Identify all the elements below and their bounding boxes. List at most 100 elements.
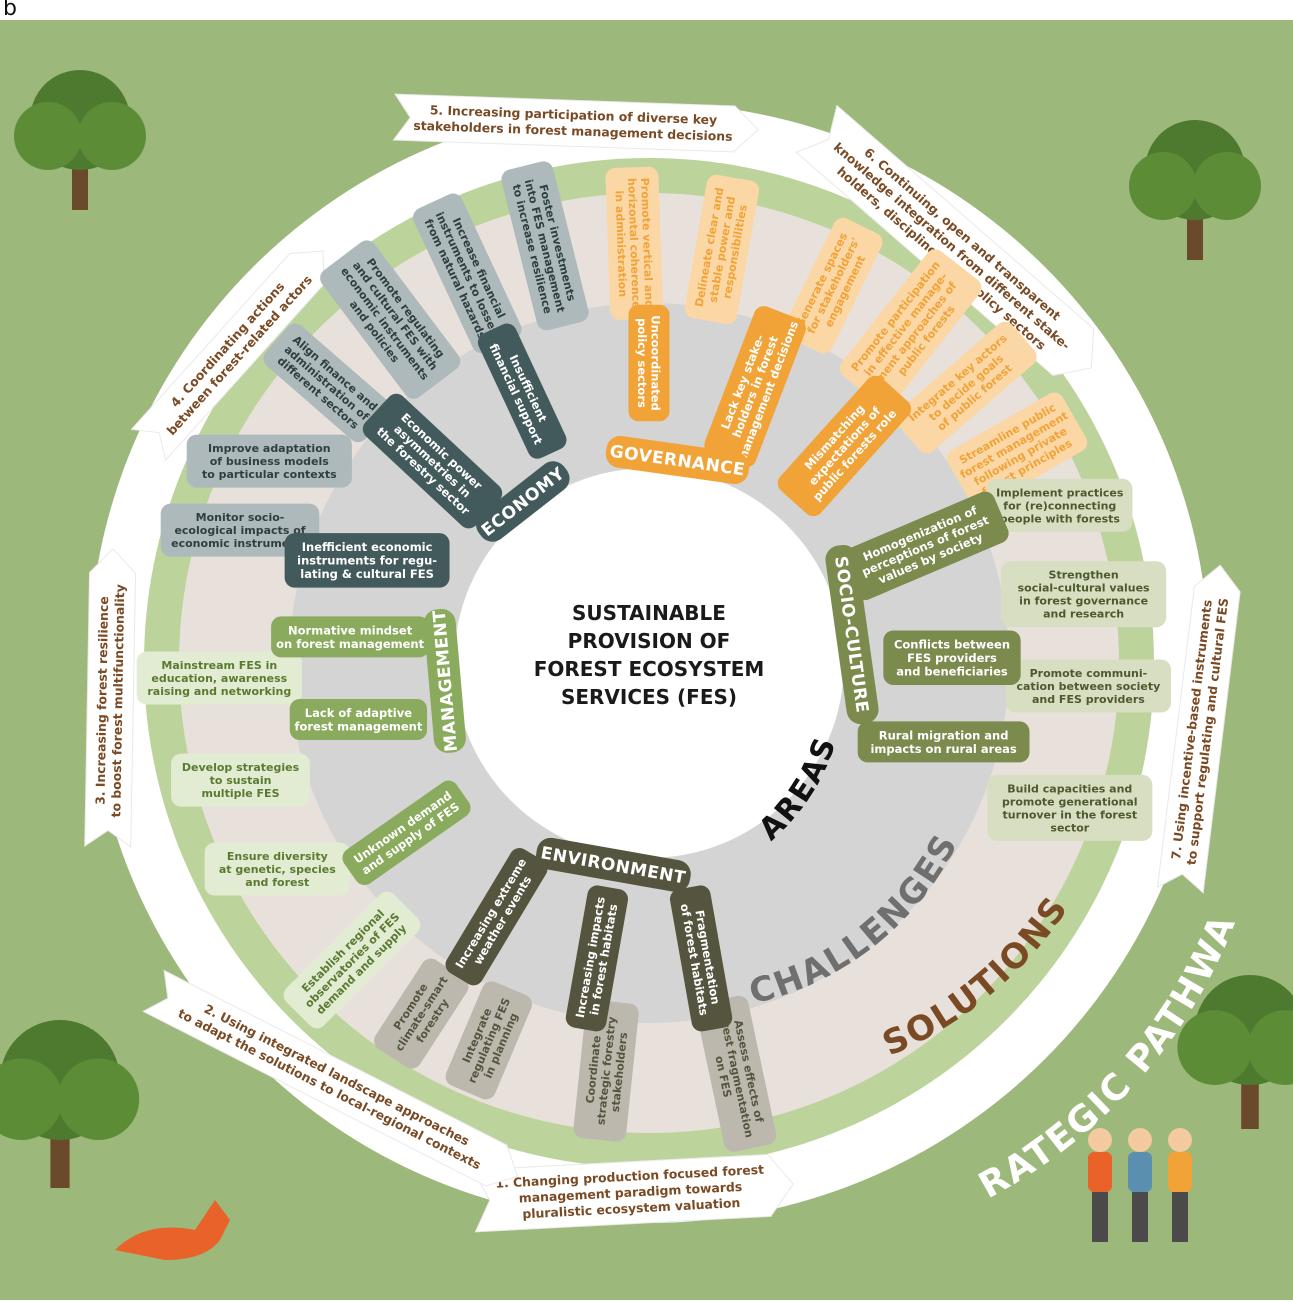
challenge-governance-box bbox=[704, 306, 806, 468]
center-title-line: PROVISION OF bbox=[568, 629, 731, 653]
solution-governance-text: Promote vertical and bbox=[638, 177, 656, 308]
solution-socio_culture-text: for (re)connecting bbox=[1003, 499, 1116, 512]
challenge-environment-box bbox=[445, 848, 548, 986]
challenge-socio_culture-box bbox=[841, 491, 1009, 600]
solution-socio_culture-box bbox=[987, 774, 1153, 841]
challenge-economy-box bbox=[362, 393, 503, 529]
solution-management-text: at genetic, species bbox=[219, 863, 336, 876]
challenge-governance-box bbox=[777, 375, 912, 517]
solution-socio_culture-text: social-cultural values bbox=[1018, 582, 1150, 595]
figure-panel-label: b bbox=[3, 0, 17, 21]
solution-economy-box bbox=[186, 434, 352, 488]
challenge-management-text: forest management bbox=[294, 719, 422, 733]
pathway-arrow bbox=[471, 1153, 794, 1233]
solution-governance-box bbox=[783, 217, 883, 354]
challenge-management-text: Lack of adaptive bbox=[305, 706, 412, 720]
solution-environment-box bbox=[573, 1000, 639, 1142]
solution-governance-box bbox=[839, 249, 982, 407]
solution-management-text: Develop strategies bbox=[182, 761, 300, 774]
solution-socio_culture: Promote communi-cation between societyan… bbox=[1005, 659, 1171, 713]
challenge-socio_culture-text: Conflicts between bbox=[894, 637, 1010, 651]
solution-economy-text: economic instruments bbox=[171, 537, 309, 550]
pathway-label: 3. Increasing forest resilience bbox=[92, 596, 111, 805]
strategic-pathway-1: 1. Changing production focused forestman… bbox=[471, 1153, 794, 1233]
solution-socio_culture-text: Implement practices bbox=[996, 486, 1124, 499]
challenge-governance-text: policy sectors bbox=[635, 318, 649, 408]
pathway-label: to boost forest multifunctionality bbox=[108, 584, 127, 817]
solution-management-box bbox=[204, 842, 350, 896]
solution-socio_culture-box bbox=[987, 478, 1133, 532]
area-label-bg bbox=[476, 461, 570, 542]
pathway-arrow bbox=[142, 969, 519, 1187]
solution-governance-text: horizontal coherence bbox=[625, 178, 643, 309]
solution-environment-box bbox=[445, 981, 533, 1100]
solution-socio_culture-box bbox=[1005, 659, 1171, 713]
solution-socio_culture-text: Build capacities and bbox=[1007, 782, 1132, 795]
challenge-environment-box bbox=[565, 885, 629, 1032]
solution-economy-box bbox=[501, 161, 589, 331]
solution-governance-box bbox=[895, 321, 1037, 454]
hikers-icon bbox=[1088, 1128, 1192, 1242]
solution-socio_culture-text: cation between society bbox=[1016, 680, 1160, 693]
pathway-arrow bbox=[795, 104, 1095, 377]
solution-economy-text: Improve adaptation bbox=[208, 442, 331, 455]
pathway-arrow bbox=[84, 548, 137, 848]
tree-bottom-left-icon bbox=[0, 1020, 140, 1188]
solution-economy-text: Monitor socio- bbox=[196, 511, 285, 524]
area-label-bg bbox=[536, 837, 691, 892]
challenge-economy-box bbox=[284, 533, 450, 588]
solution-economy-box bbox=[413, 193, 522, 354]
solution-socio_culture-text: turnover in the forest bbox=[1002, 808, 1137, 821]
challenge-economy-text: instruments for regu- bbox=[297, 554, 437, 568]
solution-governance-box bbox=[947, 392, 1088, 509]
challenge-socio_culture-text: impacts on rural areas bbox=[870, 742, 1016, 756]
solution-socio_culture-text: Strengthen bbox=[1049, 569, 1119, 582]
center-disc bbox=[454, 468, 844, 858]
tree-top-left-icon bbox=[14, 70, 146, 210]
solution-socio_culture-text: people with forests bbox=[1000, 512, 1121, 525]
challenge-economy-text: Inefficient economic bbox=[302, 540, 433, 554]
challenge-economy-box bbox=[477, 323, 567, 459]
solution-management-text: to sustain bbox=[210, 774, 272, 787]
solution-socio_culture-text: and research bbox=[1043, 608, 1124, 621]
solution-socio_culture-text: promote generational bbox=[1002, 795, 1138, 808]
solution-economy-text: ecological impacts of bbox=[174, 524, 305, 537]
fox-icon bbox=[115, 1200, 230, 1260]
center-title-line: FOREST ECOSYSTEM bbox=[534, 657, 765, 681]
center-title-line: SERVICES (FES) bbox=[561, 685, 737, 709]
solution-management-text: Ensure diversity bbox=[227, 850, 328, 863]
solution-management-text: education, awareness bbox=[151, 672, 287, 685]
solution-environment-box bbox=[374, 958, 469, 1069]
challenge-management-box bbox=[342, 780, 471, 886]
challenge-socio_culture-text: and beneficiaries bbox=[896, 664, 1008, 678]
solution-socio_culture-box bbox=[1001, 561, 1167, 628]
solution-economy-text: of business models bbox=[210, 455, 330, 468]
pathway-arrow bbox=[1156, 564, 1241, 894]
solution-socio_culture-text: in forest governance bbox=[1019, 595, 1148, 608]
solution-economy-box bbox=[320, 240, 461, 399]
solution-management-text: and forest bbox=[245, 876, 309, 889]
challenge-governance-box bbox=[628, 304, 670, 422]
center-title-line: SUSTAINABLE bbox=[572, 601, 726, 625]
solution-socio_culture-text: sector bbox=[1050, 821, 1089, 834]
solution-management-box bbox=[171, 753, 310, 807]
solution-management-box bbox=[136, 651, 302, 705]
challenge-management-box bbox=[289, 699, 428, 740]
